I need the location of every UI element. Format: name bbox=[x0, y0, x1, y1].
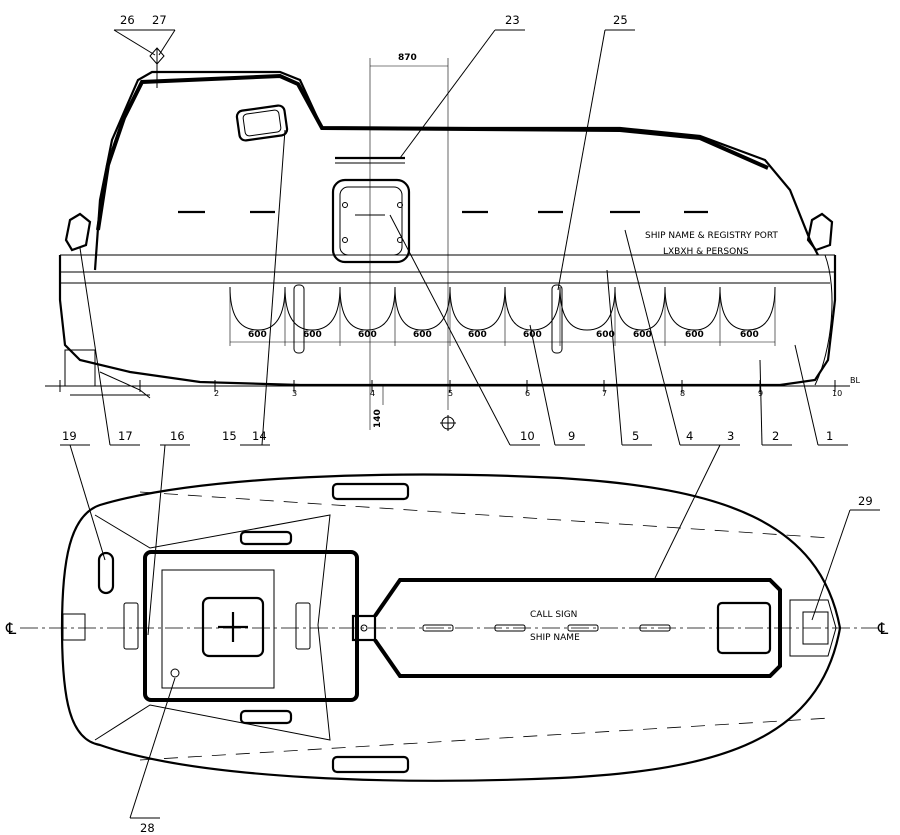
callout-numbers: 26 27 23 25 19 17 16 15 14 10 9 5 4 3 2 … bbox=[62, 13, 873, 835]
dimension-870-label: 870 bbox=[398, 53, 417, 63]
callout-28: 28 bbox=[140, 821, 155, 835]
callout-26: 26 bbox=[120, 13, 135, 27]
station-label: 2 bbox=[214, 389, 219, 398]
rudder-assembly bbox=[64, 349, 151, 399]
canopy-rail bbox=[96, 73, 769, 231]
callout-9: 9 bbox=[568, 429, 575, 443]
top-hull-outline bbox=[60, 473, 842, 782]
persons-text: LXBXH & PERSONS bbox=[663, 247, 749, 257]
callout-23: 23 bbox=[505, 13, 520, 27]
spacing-dimension: 600 bbox=[358, 330, 377, 340]
top-callout-leaders bbox=[60, 444, 880, 819]
grab-line-loops bbox=[229, 286, 776, 331]
top-windows bbox=[422, 624, 671, 632]
aft-canopy-rail bbox=[143, 550, 359, 702]
forward-canopy-rail bbox=[373, 578, 782, 678]
callout-4: 4 bbox=[686, 429, 693, 443]
side-door bbox=[331, 178, 411, 264]
boarding-ladder bbox=[293, 284, 563, 354]
hull-outline bbox=[58, 255, 837, 387]
callout-1: 1 bbox=[826, 429, 833, 443]
callout-25: 25 bbox=[613, 13, 628, 27]
side-view: 2 3 4 5 6 7 8 9 10 BL bbox=[45, 47, 860, 431]
station-label: 7 bbox=[602, 389, 607, 398]
fitting-28 bbox=[170, 668, 180, 678]
station-label: 10 bbox=[832, 389, 842, 398]
spacing-dimension: 600 bbox=[596, 330, 615, 340]
station-label: 8 bbox=[680, 389, 685, 398]
center-of-gravity-symbol bbox=[440, 415, 456, 431]
callout-29: 29 bbox=[858, 494, 873, 508]
callout-27: 27 bbox=[152, 13, 167, 27]
callout-2: 2 bbox=[772, 429, 779, 443]
station-labels: 2 3 4 5 6 7 8 9 10 BL bbox=[214, 376, 860, 398]
registry-port-text: SHIP NAME & REGISTRY PORT bbox=[645, 231, 778, 241]
ship-name-text: SHIP NAME bbox=[530, 633, 580, 643]
station-label: 5 bbox=[448, 389, 453, 398]
forward-hatch bbox=[716, 601, 772, 655]
dimension-140-label: 140 bbox=[373, 409, 383, 428]
release-hooks bbox=[64, 212, 834, 252]
dimension-140: 140 bbox=[373, 386, 384, 428]
spacing-dimension: 600 bbox=[740, 330, 759, 340]
station-label: 3 bbox=[292, 389, 297, 398]
station-label: 4 bbox=[370, 389, 375, 398]
dimension-870: 870 bbox=[369, 53, 449, 430]
station-label: 6 bbox=[525, 389, 530, 398]
callout-19: 19 bbox=[62, 429, 77, 443]
spacing-dimension: 600 bbox=[413, 330, 432, 340]
spacing-dimension: 600 bbox=[685, 330, 704, 340]
callout-16: 16 bbox=[170, 429, 185, 443]
callout-3: 3 bbox=[727, 429, 734, 443]
callout-15: 15 bbox=[222, 429, 237, 443]
spacing-dimension: 600 bbox=[303, 330, 322, 340]
centerline-symbol-right: ℄ bbox=[877, 619, 889, 638]
call-sign-text: CALL SIGN bbox=[530, 610, 577, 620]
aft-hatch-plate bbox=[161, 569, 275, 689]
callout-14: 14 bbox=[252, 429, 267, 443]
spacing-dimension: 600 bbox=[248, 330, 267, 340]
spacing-dimension: 600 bbox=[633, 330, 652, 340]
callout-5: 5 bbox=[632, 429, 639, 443]
spacing-dimension: 600 bbox=[468, 330, 487, 340]
side-callout-leaders bbox=[79, 29, 848, 446]
centerline-symbol-left: ℄ bbox=[5, 619, 17, 638]
spacing-dimension-chain: 600 600 600 600 600 600 600 600 600 600 bbox=[229, 287, 776, 346]
callout-10: 10 bbox=[520, 429, 535, 443]
baseline-label: BL bbox=[850, 376, 860, 385]
top-view: ℄ ℄ CALL SIGN SHIP NAME bbox=[5, 473, 889, 782]
center-junction bbox=[351, 614, 377, 642]
callout-17: 17 bbox=[118, 429, 133, 443]
canopy-window bbox=[235, 104, 289, 142]
station-ticks bbox=[59, 380, 836, 392]
